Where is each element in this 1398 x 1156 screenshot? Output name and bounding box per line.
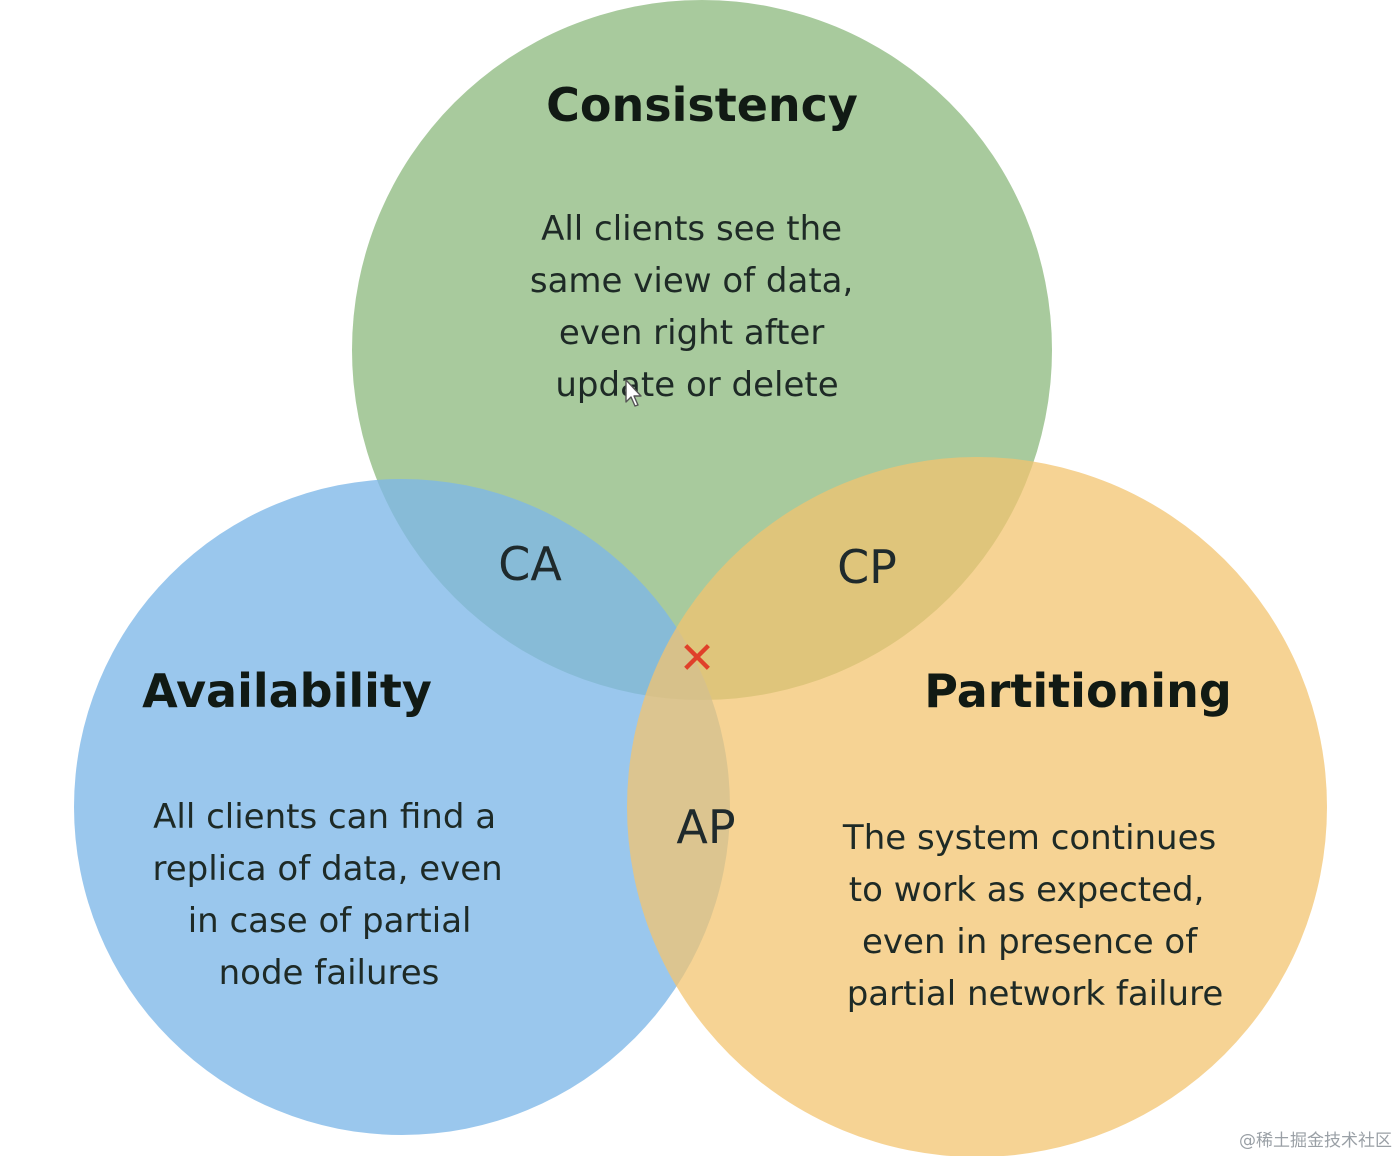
partitioning-desc-line-2: to work as expected, (849, 870, 1205, 910)
availability-desc-line-4: node failures (219, 953, 440, 993)
availability-desc-line-3: in case of partial (188, 901, 472, 941)
consistency-desc-line-3: even right after (559, 313, 824, 353)
partitioning-desc-line-1: The system continues (842, 818, 1216, 858)
svg-text:All clients can find a r: All clients can find a replica of data, … (152, 797, 513, 993)
partitioning-title: Partitioning (924, 664, 1232, 718)
availability-title: Availability (142, 664, 432, 718)
availability-desc-line-1: All clients can find a (153, 797, 496, 837)
partitioning-circle (627, 457, 1327, 1156)
consistency-title: Consistency (546, 78, 858, 132)
availability-desc-line-2: replica of data, even (152, 849, 502, 889)
consistency-desc-line-4: update or delete (555, 365, 838, 405)
partitioning-desc-line-3: even in presence of (862, 922, 1198, 962)
availability-circle (74, 479, 730, 1135)
consistency-desc-line-2: same view of data, (530, 261, 853, 301)
watermark-text: @稀土掘金技术社区 (1239, 1131, 1392, 1151)
ap-overlap-label: AP (676, 800, 735, 854)
svg-text:The system continues to: The system continues to work as expected… (842, 818, 1227, 1014)
svg-text:All clients see the same: All clients see the same view of data, e… (530, 209, 864, 405)
partitioning-desc-line-4: partial network failure (847, 974, 1224, 1014)
ca-overlap-label: CA (498, 537, 562, 591)
mouse-pointer-icon (625, 379, 642, 407)
cp-overlap-label: CP (837, 540, 897, 594)
center-x-mark-icon: ✕ (679, 633, 716, 684)
consistency-desc-line-1: All clients see the (541, 209, 842, 249)
